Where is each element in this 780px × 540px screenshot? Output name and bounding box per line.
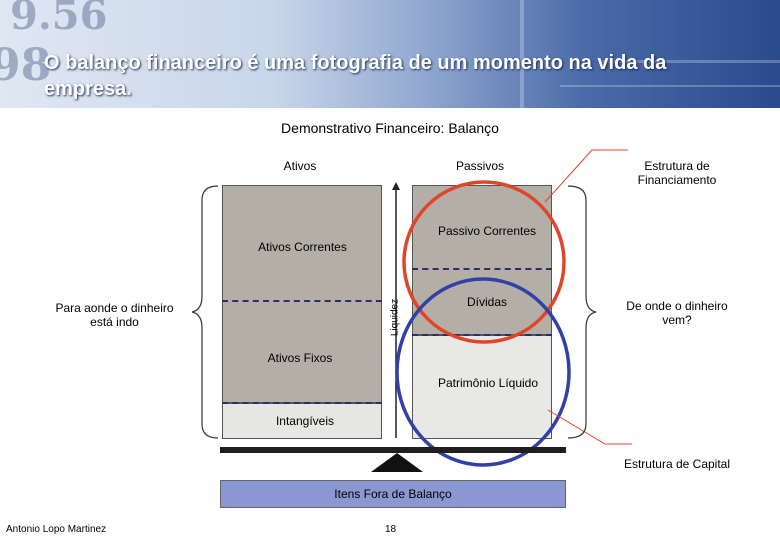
footer-author: Antonio Lopo Martinez (6, 524, 107, 535)
asset-label-fixos: Ativos Fixos (267, 351, 333, 365)
capital-circle (395, 277, 571, 467)
banner-decoration (520, 0, 524, 108)
diagram-heading: Demonstrativo Financeiro: Balanço (281, 120, 499, 136)
column-label-passivos: Passivos (455, 159, 505, 173)
equity-block (412, 335, 552, 439)
balance-beam (220, 447, 566, 453)
assets-block (222, 185, 382, 403)
asset-label-intangiveis: Intangíveis (275, 414, 335, 428)
asset-divider (222, 300, 382, 302)
banner-decoration: 9.56 (10, 0, 108, 39)
liability-label-patrimonio: Patrimônio Líquido (437, 376, 539, 390)
left-brace (191, 185, 219, 439)
banner-decoration (560, 85, 780, 87)
asset-label-correntes: Ativos Correntes (258, 240, 347, 254)
capital-callout-line (547, 409, 632, 445)
page-number: 18 (385, 524, 397, 535)
financing-circle (402, 180, 566, 344)
asset-divider (222, 402, 382, 404)
liability-divider (412, 334, 552, 336)
page-title: O balanço financeiro é uma fotografia de… (44, 52, 667, 100)
right-brace (567, 185, 597, 439)
column-label-ativos: Ativos (283, 159, 317, 173)
banner-decoration (600, 60, 780, 63)
financing-structure-callout: Estrutura de Financiamento (637, 159, 717, 187)
banner-decoration: 98 (0, 40, 52, 91)
left-caption: Para aonde o dinheiro está indo (55, 301, 174, 329)
intangible-block (222, 403, 382, 439)
off-balance-block (220, 480, 566, 508)
financing-callout-line (544, 149, 628, 203)
right-caption: De onde o dinheiro vem? (626, 299, 728, 327)
liabilities-block (412, 185, 552, 335)
off-balance-label: Itens Fora de Balanço (334, 487, 452, 501)
liquidity-axis (392, 182, 400, 438)
liability-label-dividas: Dívidas (466, 295, 507, 309)
liability-divider (412, 268, 552, 270)
header-banner: 9.56 98 (0, 0, 780, 108)
balance-fulcrum (371, 453, 423, 472)
capital-structure-callout: Estrutura de Capital (623, 457, 731, 471)
liability-label-correntes: Passivo Correntes (437, 224, 537, 238)
